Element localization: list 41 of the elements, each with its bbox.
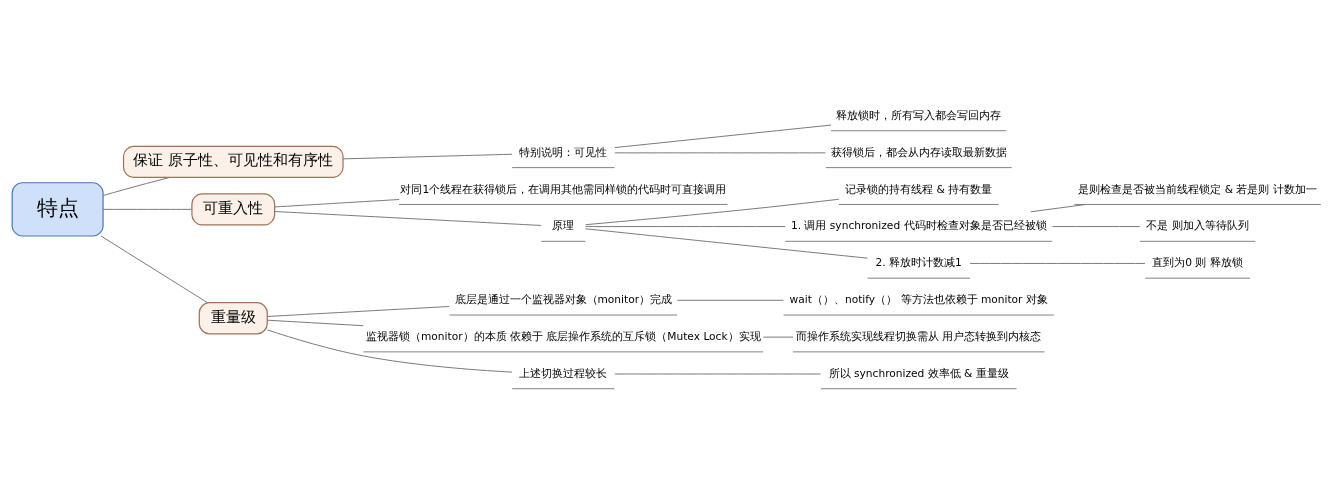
node-text: 对同1个线程在获得锁后，在调用其他需同样锁的代码时可直接调用 bbox=[400, 182, 727, 196]
connector bbox=[274, 199, 400, 208]
node-text: 所以 synchronized 效率低 & 重量级 bbox=[828, 366, 1009, 380]
node-text: 监视器锁（monitor）的本质 依赖于 底层操作系统的互斥锁（Mutex Lock）实现 bbox=[365, 329, 761, 343]
connector bbox=[274, 211, 542, 226]
node-text: 1. 调用 synchronized 代码时检查对象是否已经被锁 bbox=[790, 219, 1047, 233]
connector bbox=[676, 299, 784, 301]
connector bbox=[102, 208, 193, 210]
connector bbox=[1052, 226, 1141, 228]
node-text: 原理 bbox=[552, 219, 575, 233]
connector bbox=[969, 262, 1146, 264]
connector bbox=[614, 152, 826, 154]
node-text: 记录锁的持有线程 & 持有数量 bbox=[845, 182, 993, 196]
connector bbox=[585, 198, 840, 226]
connector bbox=[342, 153, 513, 160]
node-box: 重量级 bbox=[198, 302, 268, 335]
connector bbox=[585, 228, 868, 259]
node-text: 底层是通过一个监视器对象（monitor）完成 bbox=[454, 293, 673, 307]
node-text: 上述切换过程较长 bbox=[519, 366, 608, 380]
node-box: 保证 原子性、可见性和有序性 bbox=[122, 145, 344, 179]
node-text: 2. 释放时计数减1 bbox=[875, 256, 962, 270]
node-text: 而操作系统实现线程切换需从 用户态转换到内核态 bbox=[796, 329, 1042, 343]
connector bbox=[266, 329, 513, 373]
node-text: 是则检查是否被当前线程锁定 & 若是则 计数加一 bbox=[1078, 182, 1317, 196]
node-text: wait（）、notify（） 等方法也依赖于 monitor 对象 bbox=[789, 293, 1048, 307]
connector bbox=[100, 235, 208, 304]
connector bbox=[1030, 204, 1087, 213]
node-text: 不是 则加入等待队列 bbox=[1146, 219, 1249, 233]
connector bbox=[614, 373, 822, 375]
connector bbox=[102, 177, 171, 197]
node-text: 特别说明：可见性 bbox=[519, 145, 608, 159]
node-text: 释放锁时，所有写入都会写回内存 bbox=[836, 108, 1002, 122]
node-text: 获得锁后，都会从内存读取最新数据 bbox=[830, 145, 1007, 159]
connector bbox=[266, 306, 450, 317]
node-box: 特点 bbox=[11, 182, 104, 237]
connector bbox=[614, 124, 832, 149]
node-box: 可重入性 bbox=[191, 193, 276, 226]
connector bbox=[266, 319, 364, 327]
connector bbox=[762, 336, 794, 338]
node-text: 直到为0 则 释放锁 bbox=[1152, 256, 1243, 270]
connector bbox=[585, 226, 786, 228]
